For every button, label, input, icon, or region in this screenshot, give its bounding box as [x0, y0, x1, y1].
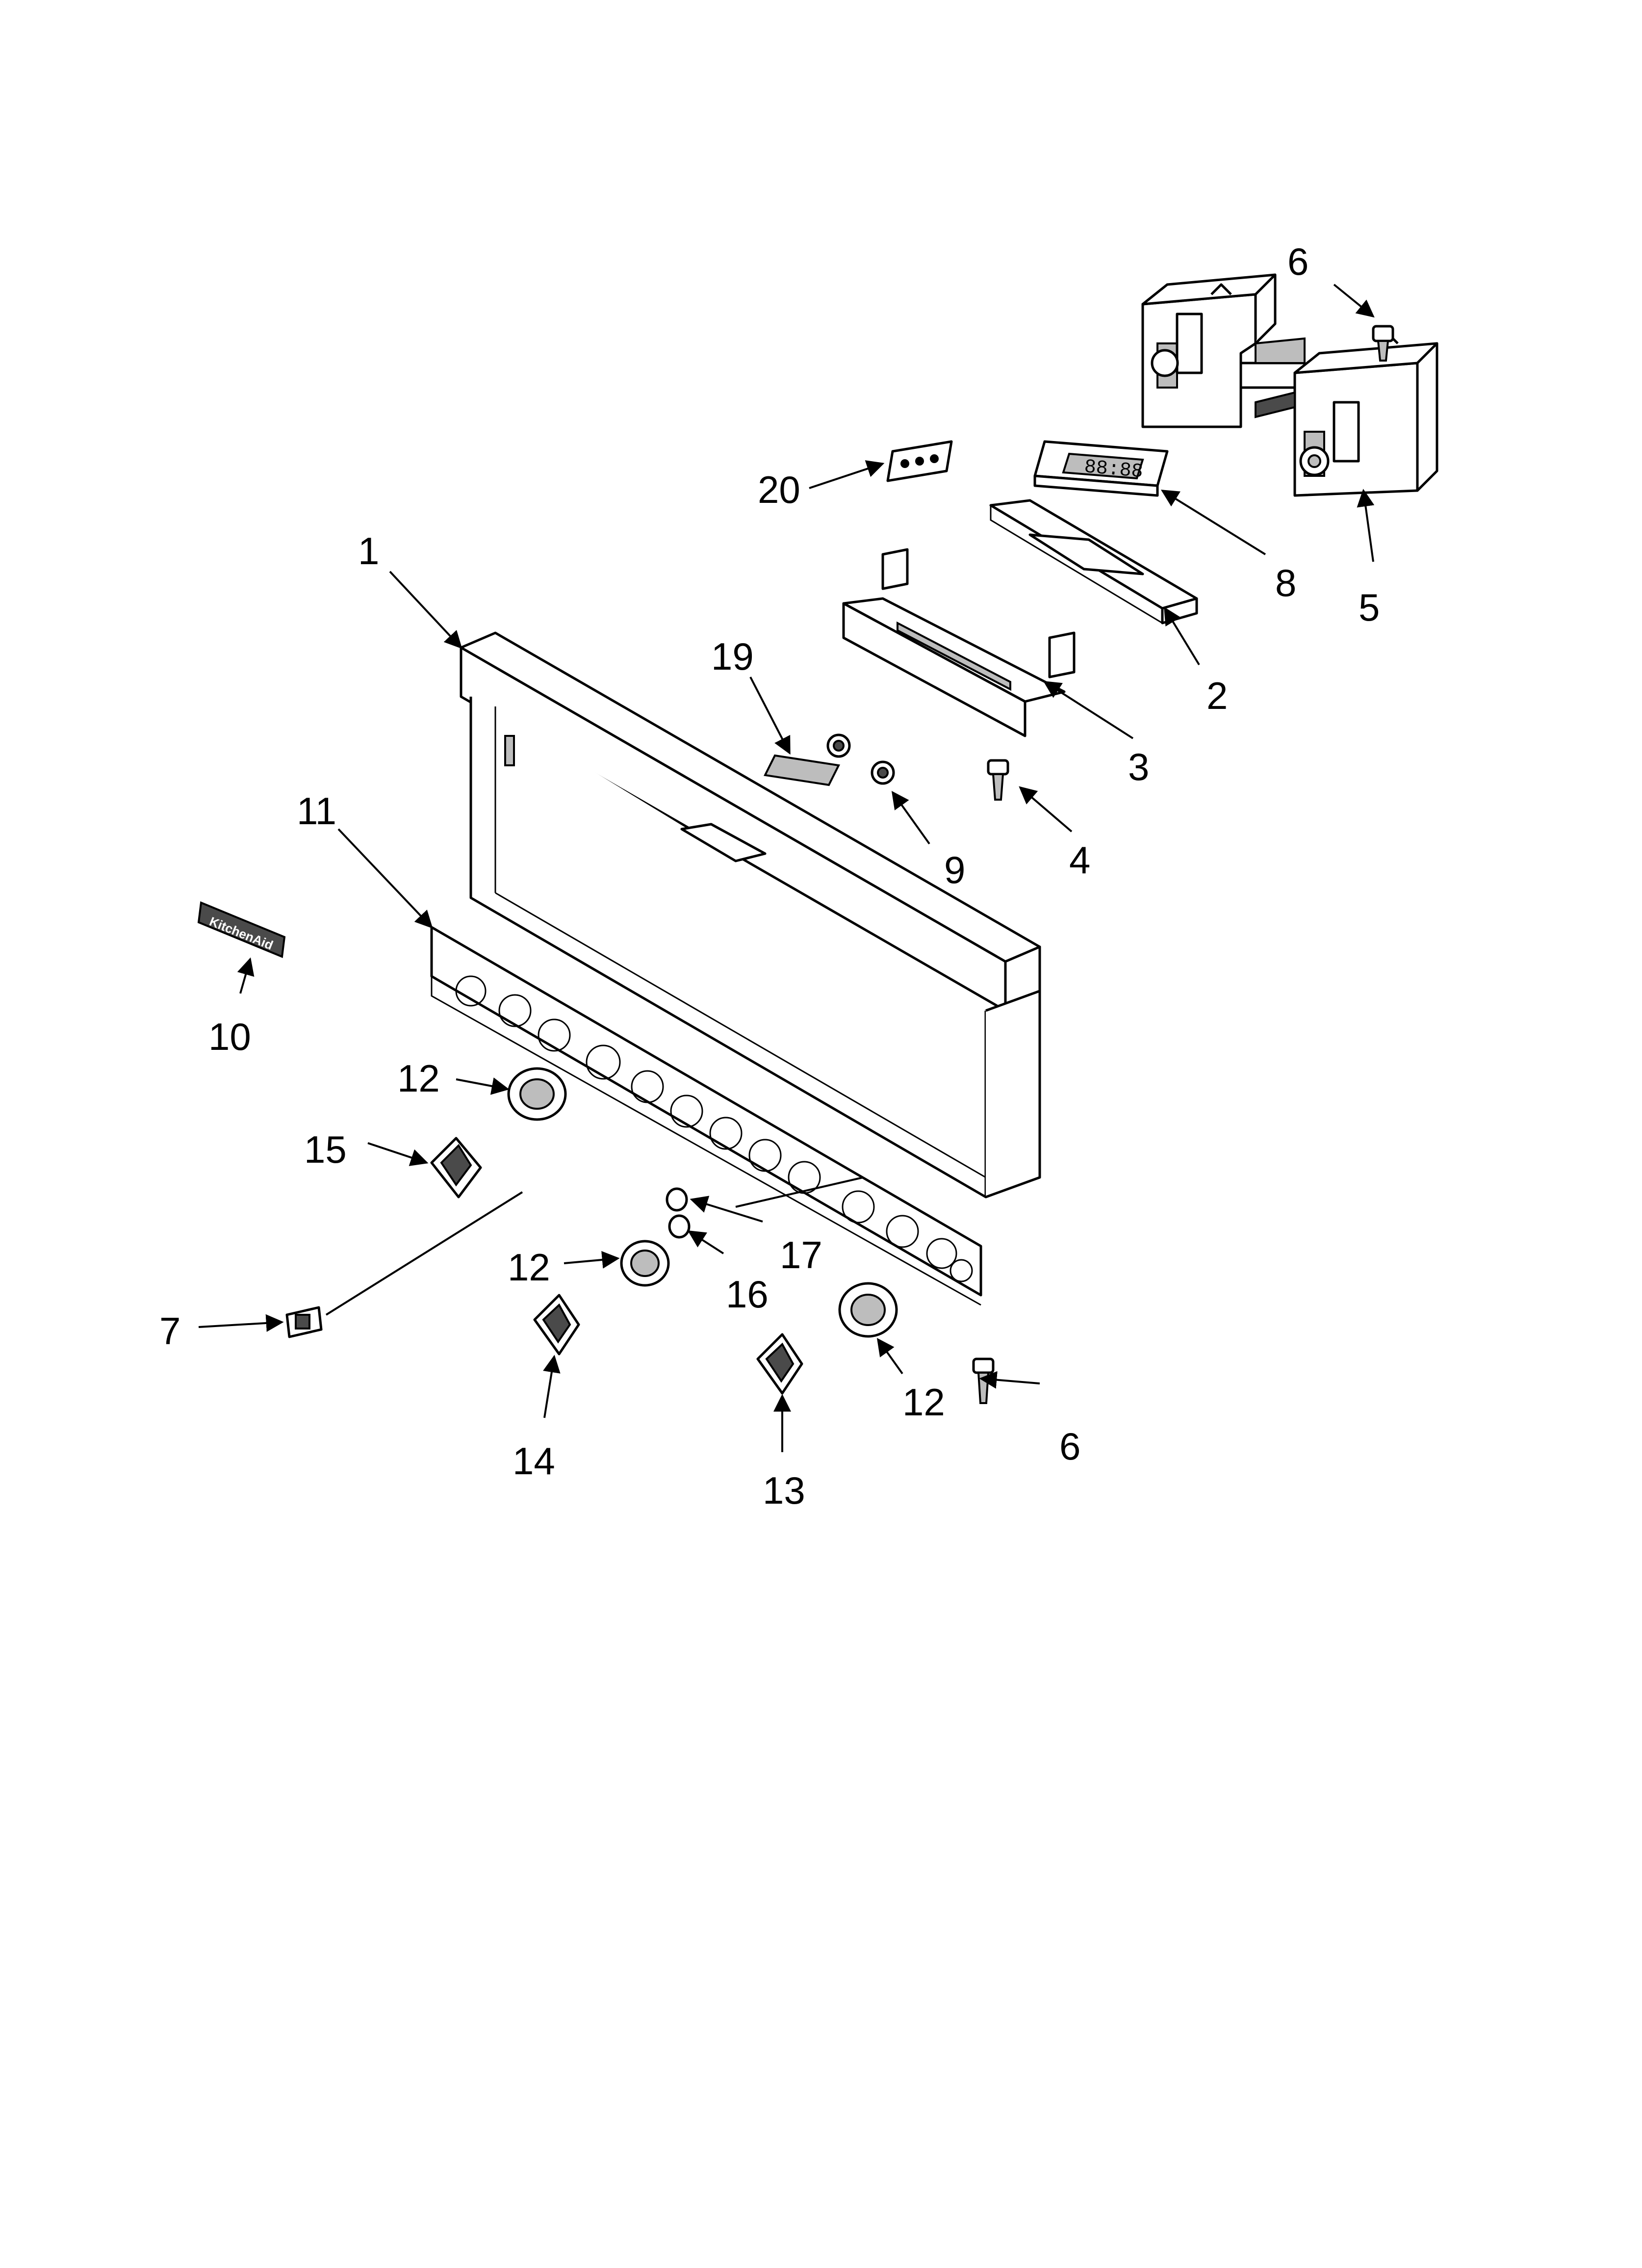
control-panel [430, 926, 982, 1306]
keypad-label [886, 440, 953, 482]
callout-11: 11 [297, 789, 336, 833]
knob-14 [533, 1294, 580, 1356]
grommets [666, 1187, 691, 1239]
callout-6-top: 6 [1287, 240, 1308, 283]
callout-6-bottom: 6 [1059, 1425, 1080, 1468]
display-board: 88:88 [1033, 440, 1169, 497]
knob-bezel-right [838, 1282, 898, 1338]
callout-19: 19 [711, 635, 754, 678]
screw-top [1372, 325, 1394, 362]
callout-2: 2 [1206, 674, 1228, 717]
display-readout: 88:88 [1083, 456, 1144, 483]
callout-7: 7 [159, 1309, 180, 1353]
leader-lines [198, 284, 1375, 1452]
callout-5: 5 [1359, 586, 1380, 629]
callout-13: 13 [763, 1469, 805, 1512]
rating-label [763, 754, 841, 786]
callout-14: 14 [513, 1439, 555, 1483]
callout-12-left: 12 [397, 1057, 440, 1100]
screw-4 [987, 759, 1009, 801]
brand-badge: KitchenAid [197, 901, 286, 958]
callout-20: 20 [758, 468, 800, 511]
callout-17: 17 [780, 1233, 822, 1277]
callout-16: 16 [726, 1273, 769, 1316]
nuts [826, 733, 895, 785]
callout-labels: 1 2 3 4 5 6 6 7 8 9 10 11 12 12 12 13 14… [159, 240, 1380, 1512]
callout-3: 3 [1128, 745, 1149, 788]
callout-10: 10 [208, 1015, 251, 1058]
u-bracket [842, 548, 1076, 737]
callout-4: 4 [1069, 838, 1090, 882]
callout-15: 15 [304, 1128, 347, 1171]
callout-9: 9 [944, 848, 965, 891]
control-module-assembly [1141, 273, 1438, 497]
panel-knob-positions [455, 975, 973, 1282]
mounting-frame [989, 499, 1198, 625]
control-console [460, 631, 1041, 1199]
screw-bottom [972, 1357, 995, 1404]
switch-7 [285, 1306, 323, 1338]
callout-8: 8 [1275, 561, 1296, 604]
knob-13 [756, 1333, 803, 1395]
knob-15 [430, 1137, 482, 1199]
callout-12-right: 12 [902, 1381, 945, 1424]
knob-bezel-left [507, 1067, 567, 1121]
callout-1: 1 [358, 529, 379, 573]
knob-bezel-middle [620, 1240, 670, 1287]
callout-12-middle: 12 [508, 1246, 550, 1289]
